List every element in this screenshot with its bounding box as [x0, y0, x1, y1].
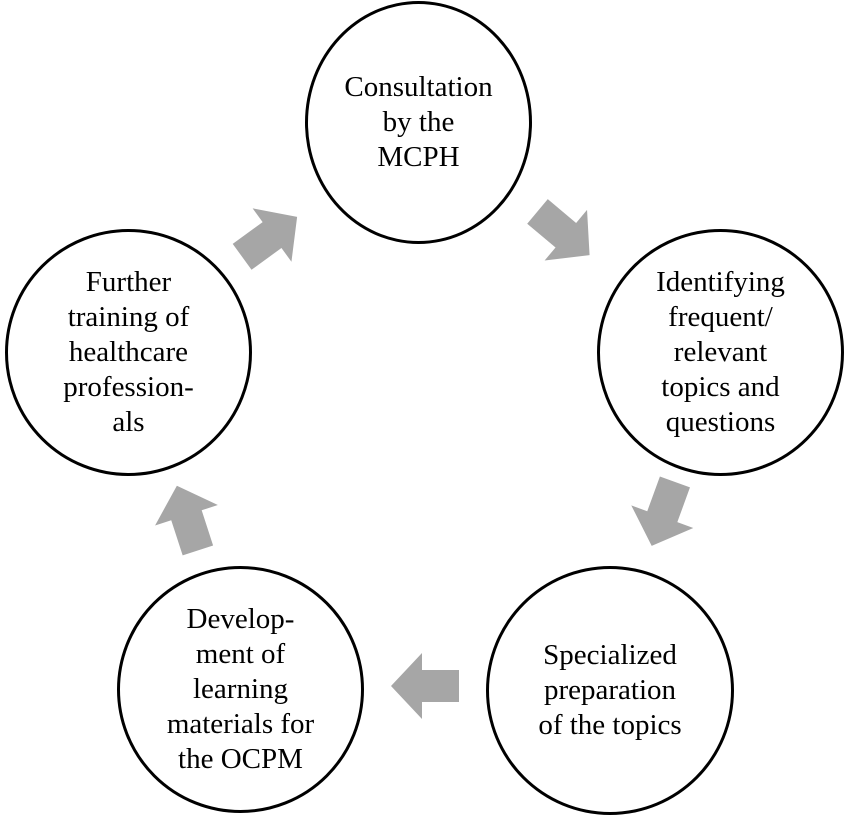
node-learning-materials-label: Develop- ment of learning materials for … [166, 603, 315, 775]
node-further-training-label: Further training of healthcare professio… [63, 266, 194, 438]
node-consultation: Consultation by the MCPH [305, 1, 532, 244]
node-consultation-label: Consultation by the MCPH [344, 71, 493, 173]
node-specialized-preparation-label: Specialized preparation of the topics [538, 639, 682, 741]
node-further-training: Further training of healthcare professio… [5, 229, 252, 476]
node-identifying-topics: Identifying frequent/ relevant topics an… [597, 229, 844, 476]
arrow-training-to-consultation [232, 208, 298, 270]
arrow-identifying-to-specialized [631, 476, 694, 546]
node-learning-materials: Develop- ment of learning materials for … [117, 566, 364, 813]
arrow-specialized-to-development [391, 653, 459, 719]
node-specialized-preparation: Specialized preparation of the topics [486, 566, 734, 815]
node-identifying-topics-label: Identifying frequent/ relevant topics an… [656, 266, 785, 438]
arrow-development-to-training [155, 485, 218, 556]
arrow-consultation-to-identifying [527, 199, 590, 261]
